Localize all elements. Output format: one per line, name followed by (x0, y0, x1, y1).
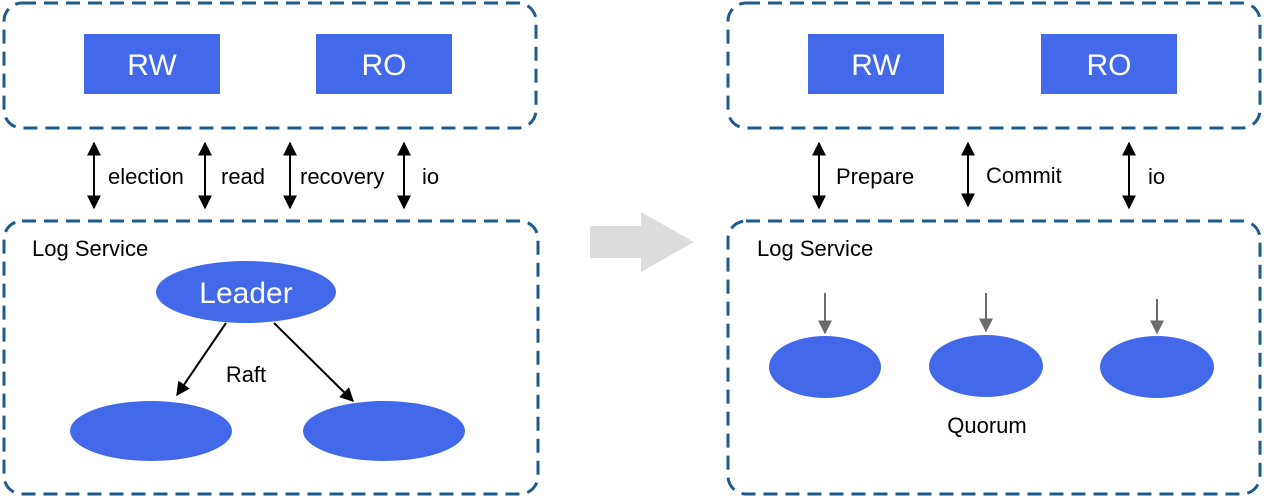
left-rw-label: RW (127, 49, 177, 82)
left-leader-node (156, 261, 336, 323)
left-rw-node (84, 34, 220, 94)
left-follower-node-1 (70, 401, 232, 461)
left-ro-label: RO (362, 49, 407, 82)
right-replica-node-1 (769, 336, 881, 398)
right-rw-node (808, 34, 944, 94)
left-log-service-title: Log Service (32, 236, 148, 261)
left-clients-box (2, 1, 538, 130)
right-io-label: io (1148, 164, 1165, 189)
left-recovery-label: recovery (300, 164, 384, 189)
right-clients-box (726, 1, 1262, 130)
left-leader-label: Leader (199, 277, 292, 310)
left-raft-arrow-1 (176, 322, 227, 397)
left-raft-arrow-2 (273, 322, 354, 402)
right-ro-label: RO (1087, 49, 1132, 82)
left-io-label: io (422, 164, 439, 189)
left-read-label: read (221, 164, 265, 189)
right-ro-node (1041, 34, 1177, 94)
left-election-label: election (108, 164, 184, 189)
right-replica-node-2 (929, 335, 1043, 397)
left-ro-node (316, 34, 452, 94)
right-replica-node-3 (1100, 336, 1214, 398)
right-quorum-label: Quorum (947, 413, 1026, 438)
left-raft-label: Raft (226, 362, 266, 387)
right-commit-label: Commit (986, 163, 1062, 188)
right-prepare-label: Prepare (836, 164, 914, 189)
transition-arrow (590, 212, 694, 272)
right-log-service-title: Log Service (757, 236, 873, 261)
right-rw-label: RW (851, 49, 901, 82)
right-log-service-box (726, 219, 1262, 496)
left-log-service-box (2, 219, 540, 496)
left-follower-node-2 (303, 401, 465, 461)
